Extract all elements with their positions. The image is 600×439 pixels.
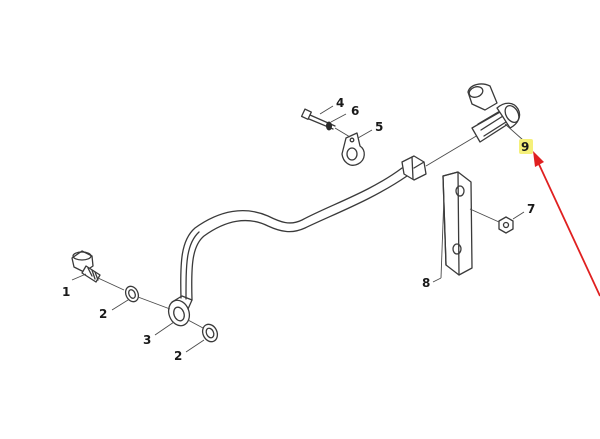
- red-pointer-arrow: [533, 151, 600, 297]
- banjo-eye: [167, 295, 193, 327]
- leader-3: [154, 321, 175, 336]
- sealing-washer-2: [185, 319, 219, 353]
- elbow-fitting: [467, 83, 524, 143]
- small-nut: [469, 208, 525, 234]
- callout-9: 9: [521, 140, 529, 154]
- callout-9-highlight: [519, 139, 533, 154]
- pipe-nut: [401, 155, 427, 181]
- callout-8: 8: [422, 276, 430, 290]
- pipe-clamp: [341, 129, 373, 166]
- callout-2-lower: 2: [174, 349, 182, 363]
- callout-4: 4: [336, 96, 344, 110]
- callout-1: 1: [62, 285, 70, 299]
- banjo-bolt: [71, 250, 125, 291]
- centerline-pipe-fitting: [425, 134, 479, 167]
- bracket-plate: [432, 171, 473, 283]
- callout-2-upper: 2: [99, 307, 107, 321]
- callout-3: 3: [143, 333, 151, 347]
- oil-pipe: [180, 167, 408, 301]
- callout-7: 7: [527, 202, 535, 216]
- centerline-bolt-clamp: [334, 127, 351, 138]
- sealing-washer-1: [111, 285, 171, 311]
- callout-5: 5: [375, 120, 383, 134]
- callout-6: 6: [351, 104, 359, 118]
- bolt-washer: [326, 113, 347, 131]
